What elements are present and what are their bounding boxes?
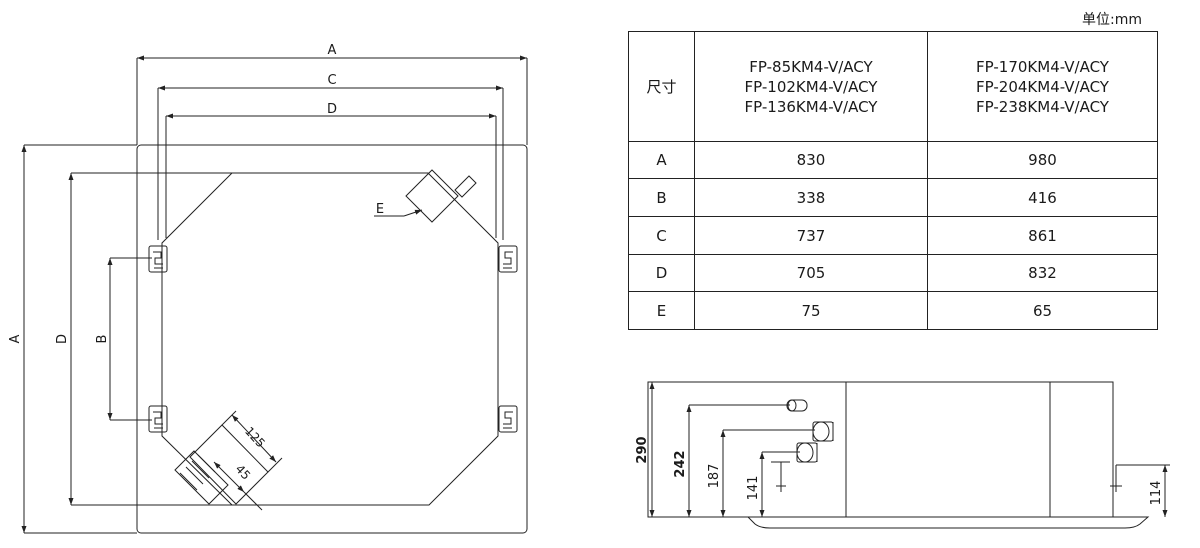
row-value-group-1: 830 — [694, 141, 928, 179]
row-value-group-1: 75 — [694, 291, 928, 330]
row-value-group-2: 832 — [927, 254, 1158, 292]
dimension-line-e — [374, 209, 423, 217]
dimension-line-d-left — [68, 172, 232, 506]
header-size-label: 尺寸 — [628, 31, 695, 142]
panel-outline — [136, 144, 528, 534]
ceiling-panel — [746, 516, 1150, 529]
row-value-group-1: 338 — [694, 178, 928, 217]
dimension-line-141 — [759, 451, 800, 517]
unit-side-outline — [647, 381, 1114, 518]
row-value-group-2: 416 — [927, 178, 1158, 217]
row-dim: E — [628, 291, 695, 330]
row-value-group-1: 737 — [694, 216, 928, 255]
dimension-line-45 — [213, 461, 263, 511]
label-45: 45 — [233, 462, 254, 483]
label-e: E — [376, 202, 384, 217]
table-row: D 705 832 — [628, 254, 1158, 292]
hanger-bracket — [498, 405, 518, 433]
label-b-left: B — [95, 335, 110, 344]
table-row: E 75 65 — [628, 291, 1158, 330]
label-187: 187 — [707, 464, 722, 489]
unit-body-outline — [161, 172, 499, 506]
label-d-left: D — [55, 334, 70, 344]
dimension-line-a-left — [21, 144, 137, 534]
row-value-group-1: 705 — [694, 254, 928, 292]
dimension-line-a-top — [136, 55, 528, 145]
liquid-pipe-fitting — [796, 442, 818, 463]
dimension-line-242 — [686, 404, 790, 517]
hanger-bracket — [148, 245, 168, 273]
label-c-top: C — [327, 73, 336, 88]
dimension-table: 尺寸 FP-85KM4-V/ACY FP-102KM4-V/ACY FP-136… — [628, 31, 1158, 330]
label-141: 141 — [746, 476, 761, 501]
label-a-left: A — [8, 334, 23, 343]
dimension-line-d-top — [165, 113, 497, 238]
gas-pipe-fitting — [812, 421, 834, 442]
label-a-top: A — [328, 43, 337, 58]
table-row: B 338 416 — [628, 178, 1158, 217]
label-114: 114 — [1149, 481, 1164, 506]
label-242: 242 — [673, 450, 688, 477]
hanger-bracket — [498, 245, 518, 273]
unit-label: 单位:mm — [1082, 12, 1142, 28]
label-d-top: D — [327, 102, 337, 117]
side-view: 290 242 187 141 114 — [635, 381, 1170, 529]
model-group-1: FP-85KM4-V/ACY FP-102KM4-V/ACY FP-136KM4… — [694, 31, 928, 142]
table-header-row: 尺寸 FP-85KM4-V/ACY FP-102KM4-V/ACY FP-136… — [628, 31, 1158, 142]
row-value-group-2: 65 — [927, 291, 1158, 330]
dimension-line-125 — [221, 410, 283, 473]
drain-outlet-box — [405, 169, 477, 223]
dimension-line-c-top — [157, 85, 504, 240]
dimension-line-114 — [1110, 464, 1170, 517]
row-dim: B — [628, 178, 695, 217]
dimension-line-290 — [648, 381, 657, 518]
label-290: 290 — [635, 436, 650, 463]
label-125: 125 — [242, 424, 268, 450]
hanger-bracket — [148, 405, 168, 433]
table-row: C 737 861 — [628, 216, 1158, 255]
plan-view: A C D A D B E 125 45 — [8, 43, 528, 534]
drain-pipe-fitting — [786, 399, 808, 412]
model-group-2: FP-170KM4-V/ACY FP-204KM4-V/ACY FP-238KM… — [927, 31, 1158, 142]
row-dim: A — [628, 141, 695, 179]
dimension-line-187 — [720, 429, 815, 517]
dimension-line-b-left — [107, 257, 152, 421]
